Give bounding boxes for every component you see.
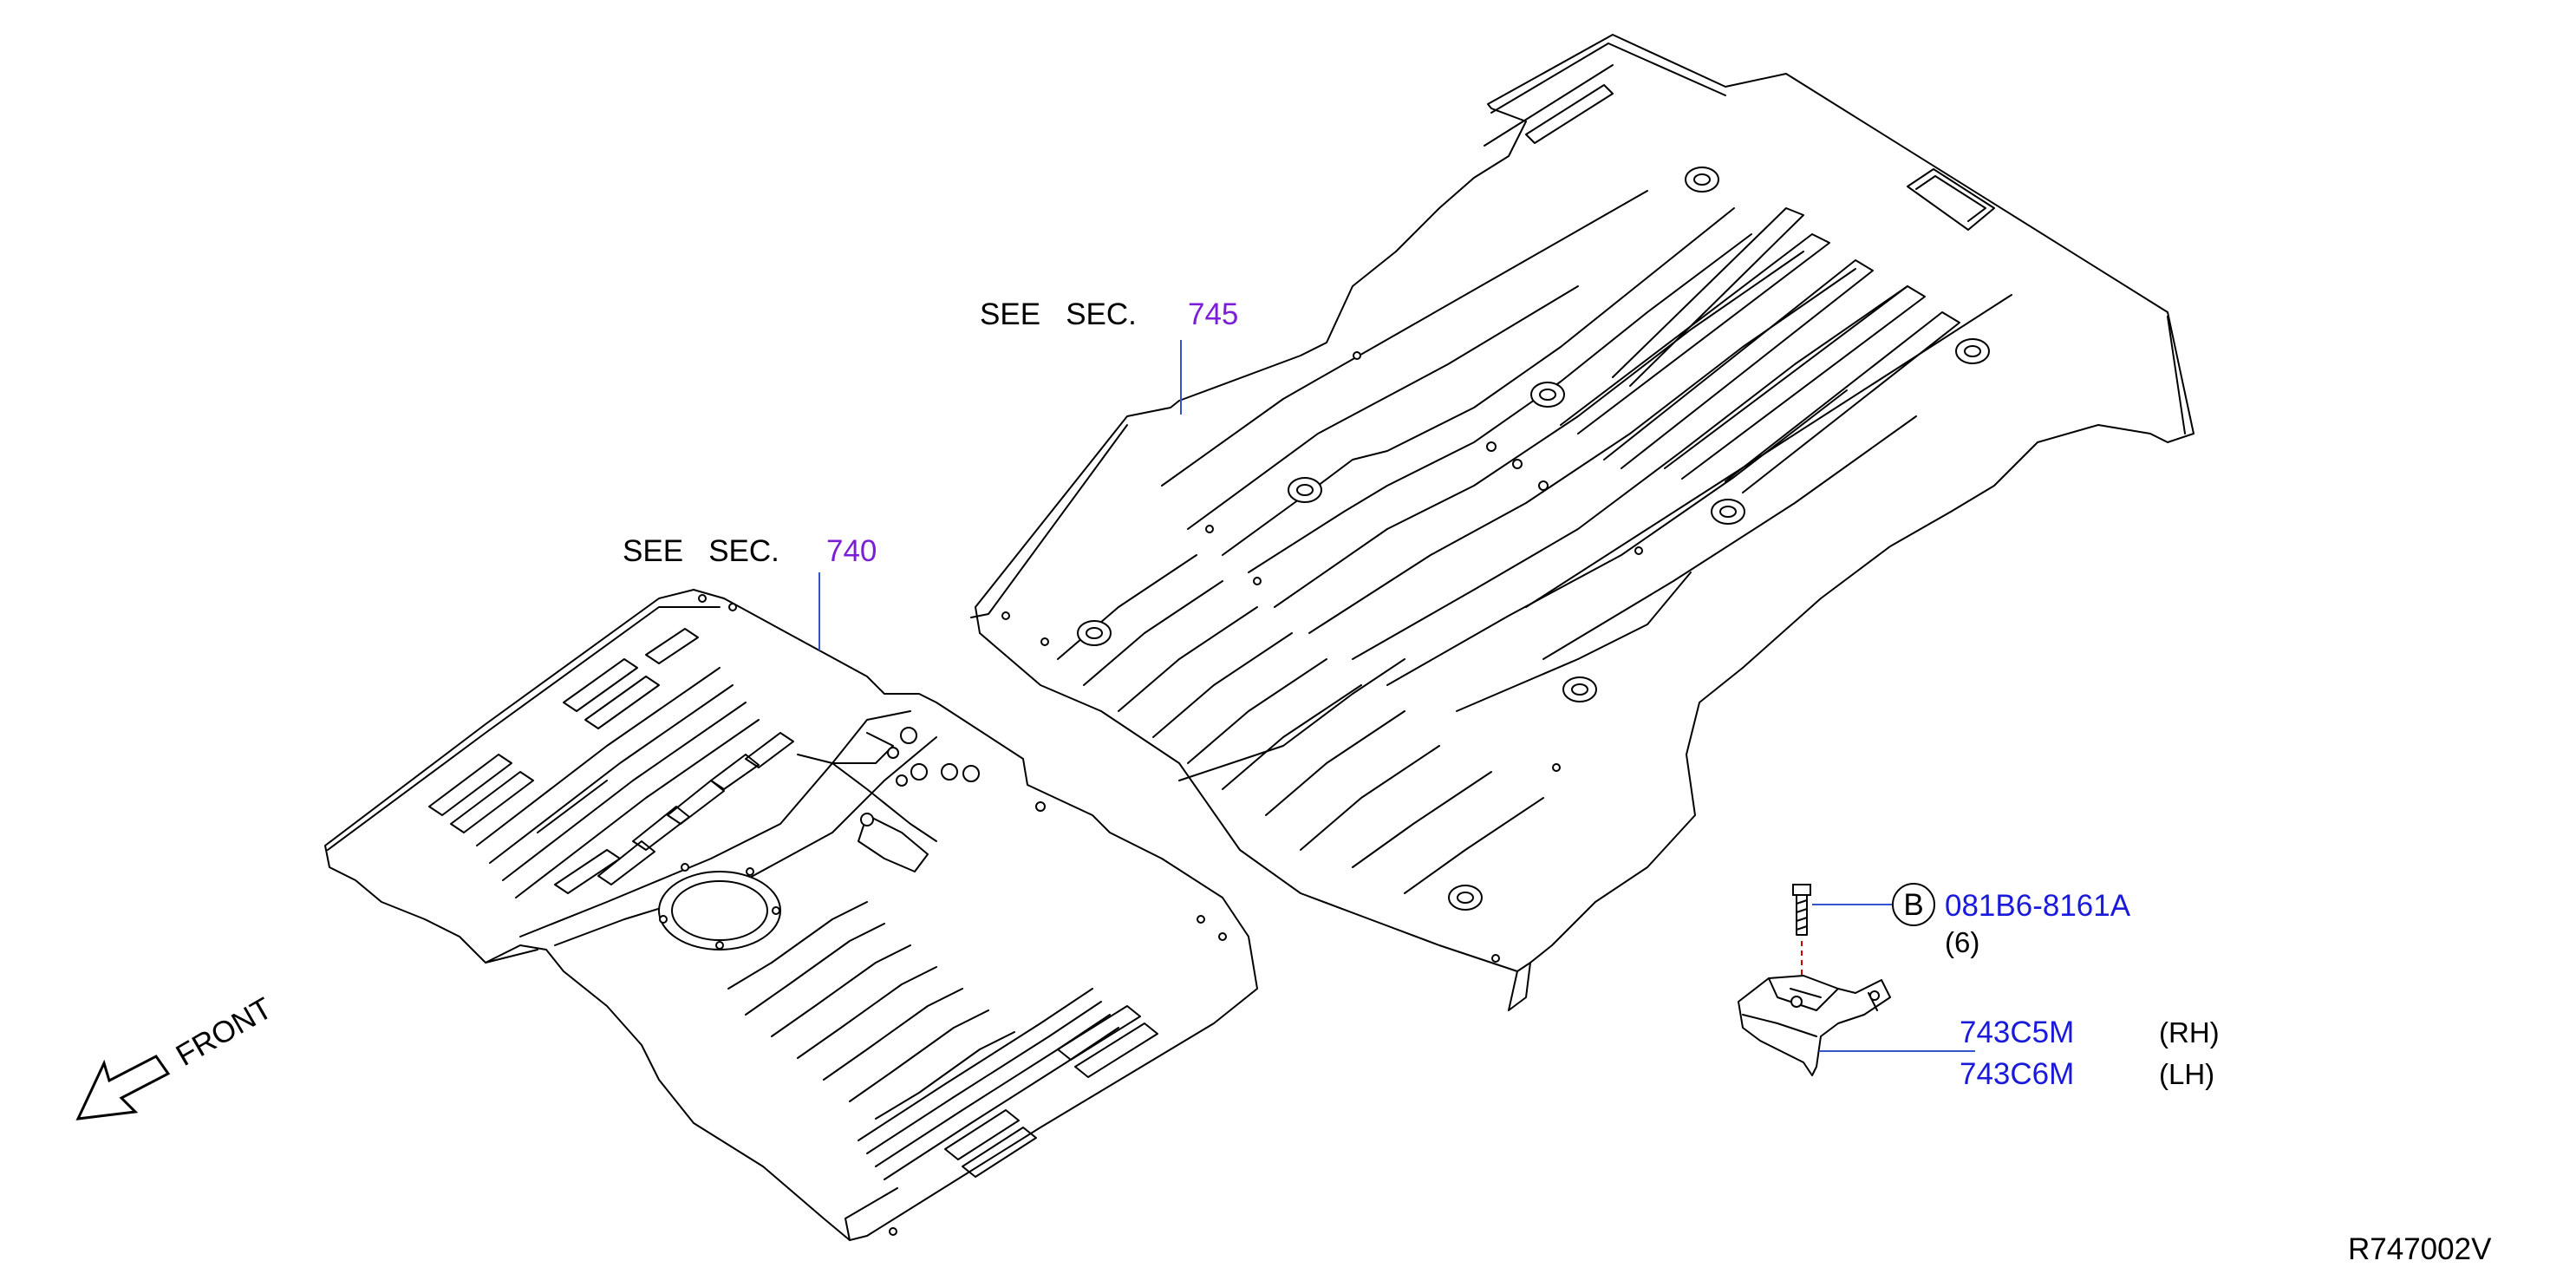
bracket-rh-side: (RH): [2159, 1016, 2220, 1049]
rear-floor-panel: [970, 34, 2194, 1011]
bracket-rh-part-number[interactable]: 743C5M: [1960, 1016, 2074, 1049]
section-ref-740-number[interactable]: 740: [826, 534, 877, 568]
front-indicator: FRONT: [75, 991, 278, 1120]
callout-b-icon: [1892, 883, 1935, 926]
bolt-shank-icon: [1796, 894, 1808, 936]
bolt-part: [1792, 884, 1892, 980]
callout-b-letter: B: [1903, 888, 1923, 922]
front-floor-panel: [324, 589, 1258, 1241]
bracket-part: [1738, 975, 1975, 1076]
section-ref-745[interactable]: SEE SEC. 745: [980, 297, 1238, 415]
bolt-quantity: (6): [1945, 926, 1979, 958]
front-label: FRONT: [171, 991, 278, 1073]
bolt-part-number[interactable]: 081B6-8161A: [1945, 889, 2131, 923]
section-ref-740[interactable]: SEE SEC. 740: [623, 534, 877, 650]
bracket-lh-label[interactable]: 743C6M (LH): [1960, 1057, 2214, 1091]
bolt-head-icon: [1792, 884, 1811, 896]
bracket-lh-part-number[interactable]: 743C6M: [1960, 1057, 2074, 1091]
diagram-code: R747002V: [2348, 1232, 2492, 1266]
bolt-callout[interactable]: B 081B6-8161A (6): [1892, 883, 2131, 958]
section-ref-745-prefix: SEE SEC.: [980, 297, 1137, 331]
section-ref-740-prefix: SEE SEC.: [623, 534, 779, 568]
section-ref-745-number[interactable]: 745: [1188, 297, 1238, 331]
front-arrow-icon: [75, 1055, 171, 1120]
bracket-lh-side: (LH): [2159, 1058, 2214, 1090]
bracket-rh-label[interactable]: 743C5M (RH): [1960, 1016, 2220, 1049]
